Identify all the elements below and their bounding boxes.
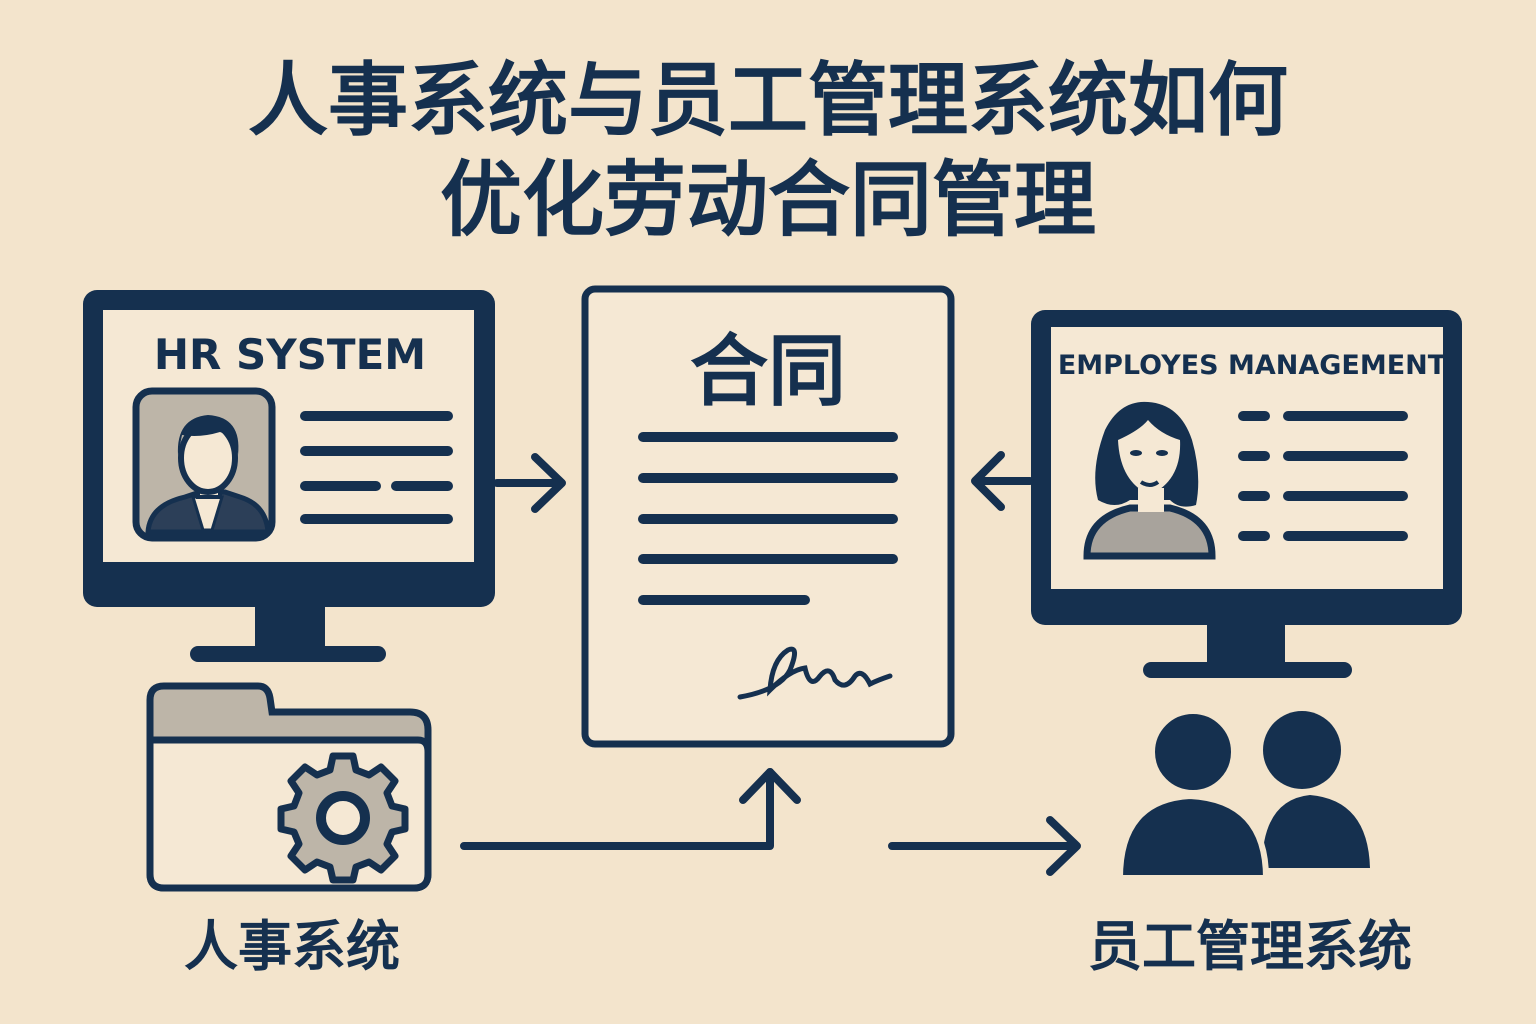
hr-screen-title: HR SYSTEM [154,330,426,379]
arrow-right-icon [888,816,1081,876]
arrow-up-icon [460,768,801,850]
hr-system-monitor: HR SYSTEM [83,290,495,662]
employee-info-lines [1238,411,1408,541]
signature-icon [737,646,893,700]
hr-info-lines [300,411,453,524]
male-avatar-icon [132,387,276,542]
title-line-1: 人事系统与员工管理系统如何 [248,54,1288,147]
folder-gear-icon [146,682,432,892]
employee-screen-title: EMPLOYES MANAGEMENT [1058,350,1447,381]
hr-system-label: 人事系统 [184,915,400,978]
contract-document: 合同 [581,285,955,748]
users-group-icon [1116,708,1370,881]
arrow-left-icon [971,451,1034,511]
title-line-2: 优化劳动合同管理 [440,153,1096,248]
female-avatar-icon [1083,401,1216,560]
gear-icon [277,752,409,884]
employee-system-label: 员工管理系统 [1088,915,1412,978]
employee-management-monitor: EMPLOYES MANAGEMENT [1031,310,1462,678]
arrow-right-icon [493,453,566,513]
contract-title: 合同 [690,327,846,417]
